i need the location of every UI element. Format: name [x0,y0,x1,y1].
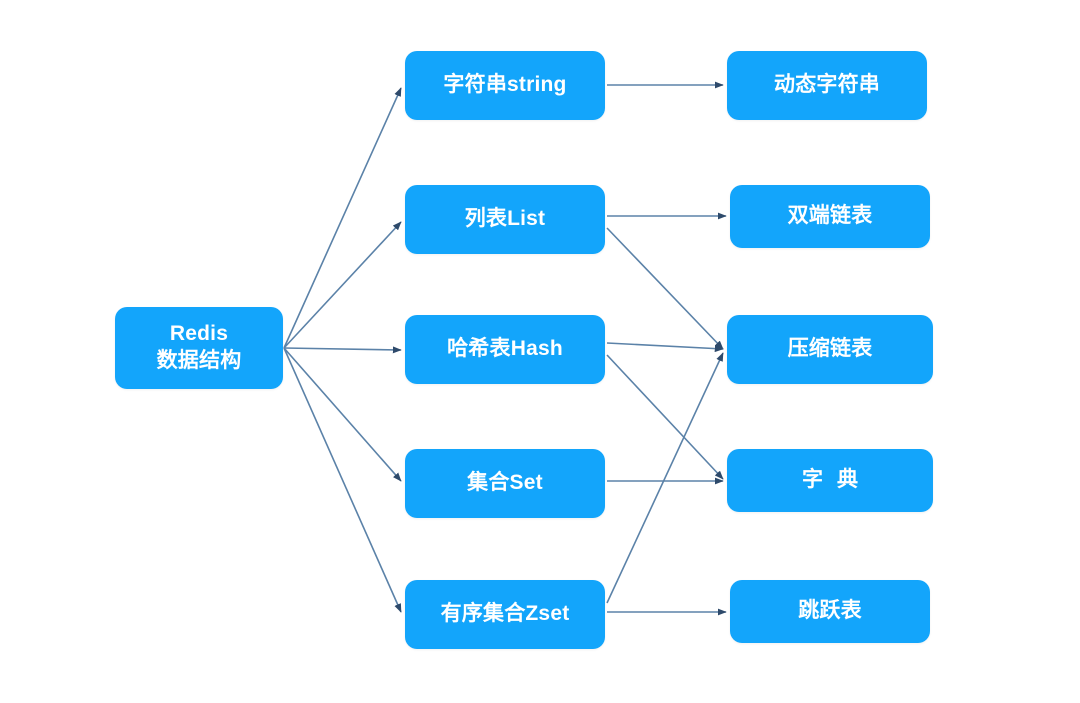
node-zset[interactable]: 有序集合Zset [405,580,605,649]
node-dict[interactable]: 字典 [727,449,933,512]
node-set[interactable]: 集合Set [405,449,605,518]
node-deque[interactable]: 双端链表 [730,185,930,248]
node-string[interactable]: 字符串string [405,51,605,120]
node-list[interactable]: 列表List [405,185,605,254]
edge-root-zset [283,347,402,613]
edge-root-list [283,221,402,349]
edge-root-hash [283,346,402,354]
node-root[interactable]: Redis 数据结构 [115,307,283,389]
edge-list-ziplist [606,227,724,350]
node-skiplist[interactable]: 跳跃表 [730,580,930,643]
node-hash[interactable]: 哈希表Hash [405,315,605,384]
edge-hash-dict [606,354,724,480]
node-dynstring[interactable]: 动态字符串 [727,51,927,120]
node-ziplist[interactable]: 压缩链表 [727,315,933,384]
edge-root-set [283,347,402,482]
edge-root-string [283,87,402,349]
edge-hash-ziplist [606,342,724,353]
edge-zset-ziplist [606,352,724,604]
